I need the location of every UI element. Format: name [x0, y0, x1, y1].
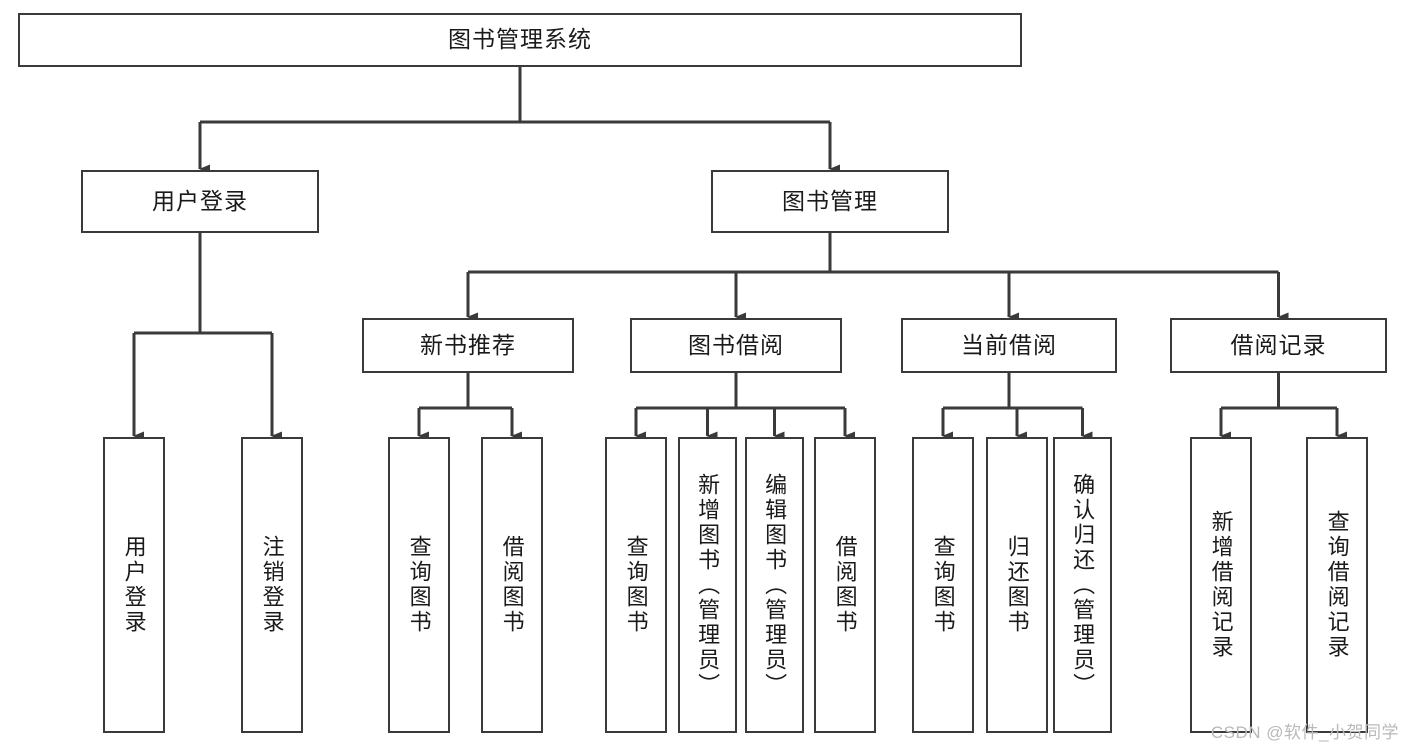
node-confirm-return-admin[interactable]: 确认归还（管理员） [1053, 437, 1112, 733]
node-label: 查询借阅记录 [1324, 510, 1350, 660]
node-add-book-admin[interactable]: 新增图书（管理员） [678, 437, 737, 733]
node-edit-book-admin[interactable]: 编辑图书（管理员） [745, 437, 804, 733]
node-query-borrow-record[interactable]: 查询借阅记录 [1306, 437, 1368, 733]
node-label: 编辑图书（管理员） [762, 472, 788, 698]
node-label: 用户登录 [152, 187, 248, 214]
node-label: 图书管理 [782, 187, 878, 214]
node-query-book-3[interactable]: 查询图书 [912, 437, 974, 733]
node-label: 借阅图书 [832, 535, 858, 635]
node-borrow-book-2[interactable]: 借阅图书 [814, 437, 876, 733]
node-label: 新增图书（管理员） [695, 472, 721, 698]
node-book-borrow[interactable]: 图书借阅 [630, 318, 842, 373]
node-label: 新增借阅记录 [1208, 510, 1234, 660]
node-query-book-1[interactable]: 查询图书 [388, 437, 450, 733]
node-label: 图书管理系统 [448, 26, 592, 53]
node-new-book-recommend[interactable]: 新书推荐 [362, 318, 574, 373]
node-label: 查询图书 [623, 535, 649, 635]
watermark: CSDN @软件_小贺同学 [1210, 723, 1399, 742]
node-label: 用户登录 [121, 535, 147, 635]
node-add-borrow-record[interactable]: 新增借阅记录 [1190, 437, 1252, 733]
node-label: 归还图书 [1004, 535, 1030, 635]
node-borrow-book-1[interactable]: 借阅图书 [481, 437, 543, 733]
node-label: 借阅图书 [499, 535, 525, 635]
node-book-management[interactable]: 图书管理 [711, 170, 949, 233]
node-query-book-2[interactable]: 查询图书 [605, 437, 667, 733]
node-label: 查询图书 [930, 535, 956, 635]
node-user-login-leaf[interactable]: 用户登录 [103, 437, 165, 733]
node-return-book[interactable]: 归还图书 [986, 437, 1048, 733]
node-user-login[interactable]: 用户登录 [81, 170, 319, 233]
node-current-borrow[interactable]: 当前借阅 [901, 318, 1117, 373]
node-label: 查询图书 [406, 535, 432, 635]
node-user-logout-leaf[interactable]: 注销登录 [241, 437, 303, 733]
node-label: 图书借阅 [688, 331, 784, 358]
node-label: 借阅记录 [1230, 331, 1327, 358]
node-root[interactable]: 图书管理系统 [18, 13, 1022, 67]
node-label: 新书推荐 [420, 331, 516, 358]
node-borrow-record[interactable]: 借阅记录 [1170, 318, 1387, 373]
node-label: 注销登录 [259, 535, 285, 635]
node-label: 当前借阅 [961, 331, 1057, 358]
node-label: 确认归还（管理员） [1070, 472, 1096, 698]
